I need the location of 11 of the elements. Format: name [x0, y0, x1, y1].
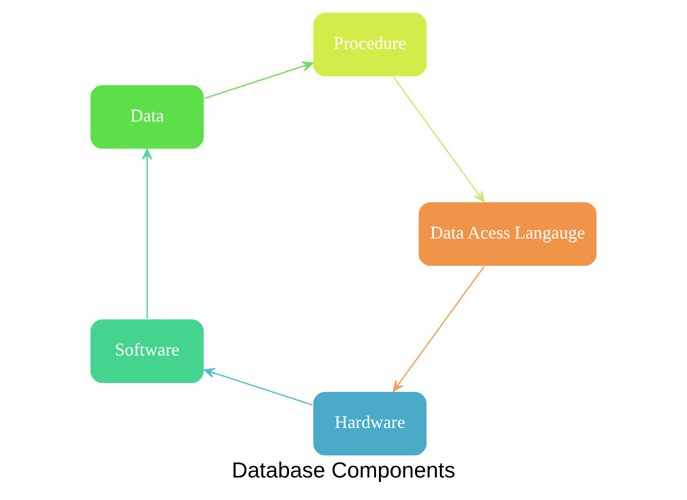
- caption: Database Components: [232, 457, 456, 482]
- arrow: [204, 368, 313, 406]
- node-box: Data: [89, 84, 205, 150]
- arrow: [204, 61, 314, 99]
- arrow: [142, 148, 152, 319]
- arrow: [393, 76, 485, 202]
- node-box: Data Acess Langauge: [418, 201, 598, 267]
- node-box: Software: [89, 318, 205, 384]
- arrow: [392, 266, 484, 392]
- node-box: Hardware: [312, 390, 428, 456]
- node-box: Procedure: [312, 12, 428, 78]
